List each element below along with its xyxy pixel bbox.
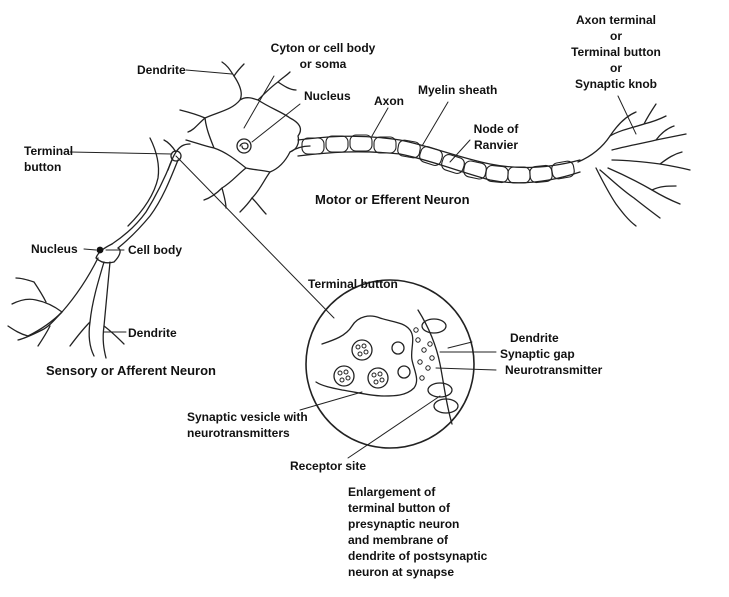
enlargement-line-2: terminal button of xyxy=(348,501,450,515)
cyton-label: Cyton or cell body or soma xyxy=(258,40,388,72)
cyton-line-2: or soma xyxy=(299,57,347,71)
sensory-terminal-label: Terminal button xyxy=(24,143,73,175)
synapse-enlargement xyxy=(305,279,475,449)
synapse-dendrite-label: Dendrite xyxy=(510,331,559,345)
sensory-dendrite-label: Dendrite xyxy=(128,326,177,340)
axon-terminal-line-3: Terminal button xyxy=(571,45,661,59)
synaptic-gap-label: Synaptic gap xyxy=(500,347,575,361)
axon-terminal-label: Axon terminal or Terminal button or Syna… xyxy=(556,12,676,92)
axon-label: Axon xyxy=(374,94,404,108)
axon-terminal xyxy=(577,103,691,227)
axon xyxy=(297,135,581,184)
enlargement-line-1: Enlargement of xyxy=(348,485,436,499)
motor-cell-body xyxy=(179,61,311,215)
axon-terminal-line-1: Axon terminal xyxy=(575,13,656,27)
enlargement-line-4: and membrane of xyxy=(348,533,449,547)
neurotransmitter-label: Neurotransmitter xyxy=(505,363,603,377)
vesicle-label: Synaptic vesicle with neurotransmitters xyxy=(187,409,308,441)
myelin-sheath xyxy=(301,134,575,184)
enlargement-line-5: dendrite of postsynaptic xyxy=(348,549,488,563)
axon-terminal-line-5: Synaptic knob xyxy=(574,77,657,91)
motor-dendrite-label: Dendrite xyxy=(137,63,186,77)
sensory-cell-body-label: Cell body xyxy=(128,243,183,257)
enlargement-line-3: presynaptic neuron xyxy=(348,517,460,531)
sensory-nucleus-dot xyxy=(96,246,104,254)
vesicle-line-1: Synaptic vesicle with xyxy=(187,410,308,424)
motor-neuron-caption: Motor or Efferent Neuron xyxy=(315,192,470,207)
cyton-line-1: Cyton or cell body xyxy=(270,41,376,55)
sensory-terminal-line-1: Terminal xyxy=(24,144,74,158)
axon-terminal-line-4: or xyxy=(610,61,622,75)
sensory-neuron-caption: Sensory or Afferent Neuron xyxy=(46,363,216,378)
leader-lines xyxy=(69,69,637,459)
enlargement-line-6: neuron at synapse xyxy=(348,565,455,579)
sensory-neuron xyxy=(7,137,191,359)
synapse-terminal-label: Terminal button xyxy=(308,277,398,291)
node-label: Node of Ranvier xyxy=(464,121,528,153)
neurotransmitters xyxy=(337,327,435,385)
sensory-terminal-line-2: button xyxy=(24,160,62,174)
motor-nucleus-label: Nucleus xyxy=(304,89,351,103)
myelin-label: Myelin sheath xyxy=(418,83,498,97)
node-line-2: Ranvier xyxy=(473,138,519,152)
receptor-label: Receptor site xyxy=(290,459,367,473)
enlargement-caption: Enlargement of terminal button of presyn… xyxy=(348,484,487,580)
node-line-1: Node of xyxy=(473,122,519,136)
vesicle-line-2: neurotransmitters xyxy=(187,426,290,440)
axon-terminal-line-2: or xyxy=(610,29,622,43)
sensory-nucleus-label: Nucleus xyxy=(31,242,78,256)
